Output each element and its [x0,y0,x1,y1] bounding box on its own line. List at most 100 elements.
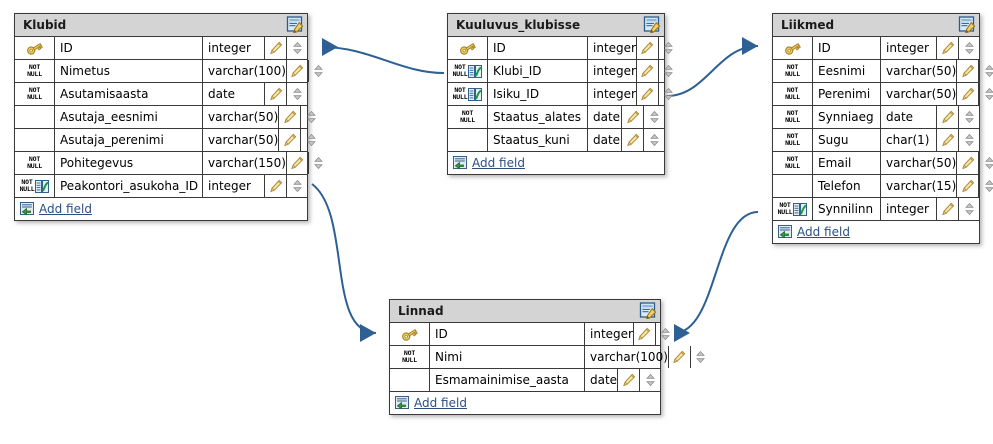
edit-field-icon[interactable] [287,152,309,174]
edit-field-icon[interactable] [265,83,287,105]
reorder-field-icon[interactable] [301,129,321,151]
reorder-field-icon[interactable] [691,346,711,368]
field-type: varchar(50) [881,83,958,105]
reorder-field-icon[interactable] [959,129,979,151]
reorder-field-icon[interactable] [656,323,676,345]
field-name: ID [813,37,881,59]
field-type: integer [588,60,637,82]
table-title: Linnad [398,303,444,318]
reorder-field-icon[interactable] [959,37,979,59]
add-field-link[interactable]: Add field [39,202,92,216]
reorder-field-icon[interactable] [959,106,979,128]
reorder-field-icon[interactable] [287,83,307,105]
edit-field-icon[interactable] [637,37,659,59]
add-field-row[interactable]: Add field [390,392,660,414]
reorder-field-icon[interactable] [959,198,979,220]
table-header[interactable]: Liikmed [773,14,979,37]
edit-table-icon[interactable] [958,16,976,34]
reorder-field-icon[interactable] [301,106,321,128]
reorder-field-icon[interactable] [979,152,993,174]
reorder-field-icon[interactable] [287,37,307,59]
reorder-field-icon[interactable] [287,175,307,197]
edit-field-icon[interactable] [618,369,641,391]
edit-field-icon[interactable] [957,60,980,82]
edit-field-icon[interactable] [265,37,287,59]
edit-field-icon[interactable] [279,106,302,128]
reorder-field-icon[interactable] [644,106,664,128]
edit-field-icon[interactable] [669,346,691,368]
field-flags [15,37,55,59]
edit-field-icon[interactable] [937,129,959,151]
edit-field-icon[interactable] [937,198,959,220]
add-field-row[interactable]: Add field [15,198,307,220]
edit-field-icon[interactable] [622,129,644,151]
edit-table-icon[interactable] [286,16,304,34]
add-field-row[interactable]: Add field [448,152,664,174]
table-header[interactable]: Kuuluvus_klubisse [448,14,664,37]
reorder-field-icon[interactable] [309,60,329,82]
add-field-row[interactable]: Add field [773,221,979,243]
add-field-link[interactable]: Add field [414,396,467,410]
edit-field-icon[interactable] [937,106,959,128]
reorder-field-icon[interactable] [309,152,329,174]
edit-field-icon[interactable] [634,323,656,345]
reorder-field-icon[interactable] [644,129,664,151]
edit-field-icon[interactable] [637,60,659,82]
reorder-field-icon[interactable] [659,83,679,105]
reorder-field-icon[interactable] [659,37,679,59]
reorder-field-icon[interactable] [979,83,993,105]
add-field-link[interactable]: Add field [797,225,850,239]
table-header[interactable]: Linnad [390,300,660,323]
reorder-field-icon[interactable] [979,175,993,197]
edit-field-icon[interactable] [622,106,644,128]
reorder-field-icon[interactable] [659,60,679,82]
table-title: Kuuluvus_klubisse [456,17,581,32]
table-header[interactable]: Klubid [15,14,307,37]
edit-field-icon[interactable] [957,83,980,105]
edit-field-icon[interactable] [279,129,302,151]
edit-table-icon[interactable] [639,302,657,320]
edit-field-icon[interactable] [287,60,309,82]
edit-field-icon[interactable] [957,152,980,174]
edit-field-icon[interactable] [937,37,959,59]
reorder-field-icon[interactable] [979,60,993,82]
edit-field-icon[interactable] [265,175,287,197]
edit-field-icon[interactable] [957,175,980,197]
field-name: Eesnimi [813,60,881,82]
edit-table-icon[interactable] [643,16,661,34]
add-field-link[interactable]: Add field [472,156,525,170]
edit-field-icon[interactable] [637,83,659,105]
reorder-field-icon[interactable] [640,369,660,391]
